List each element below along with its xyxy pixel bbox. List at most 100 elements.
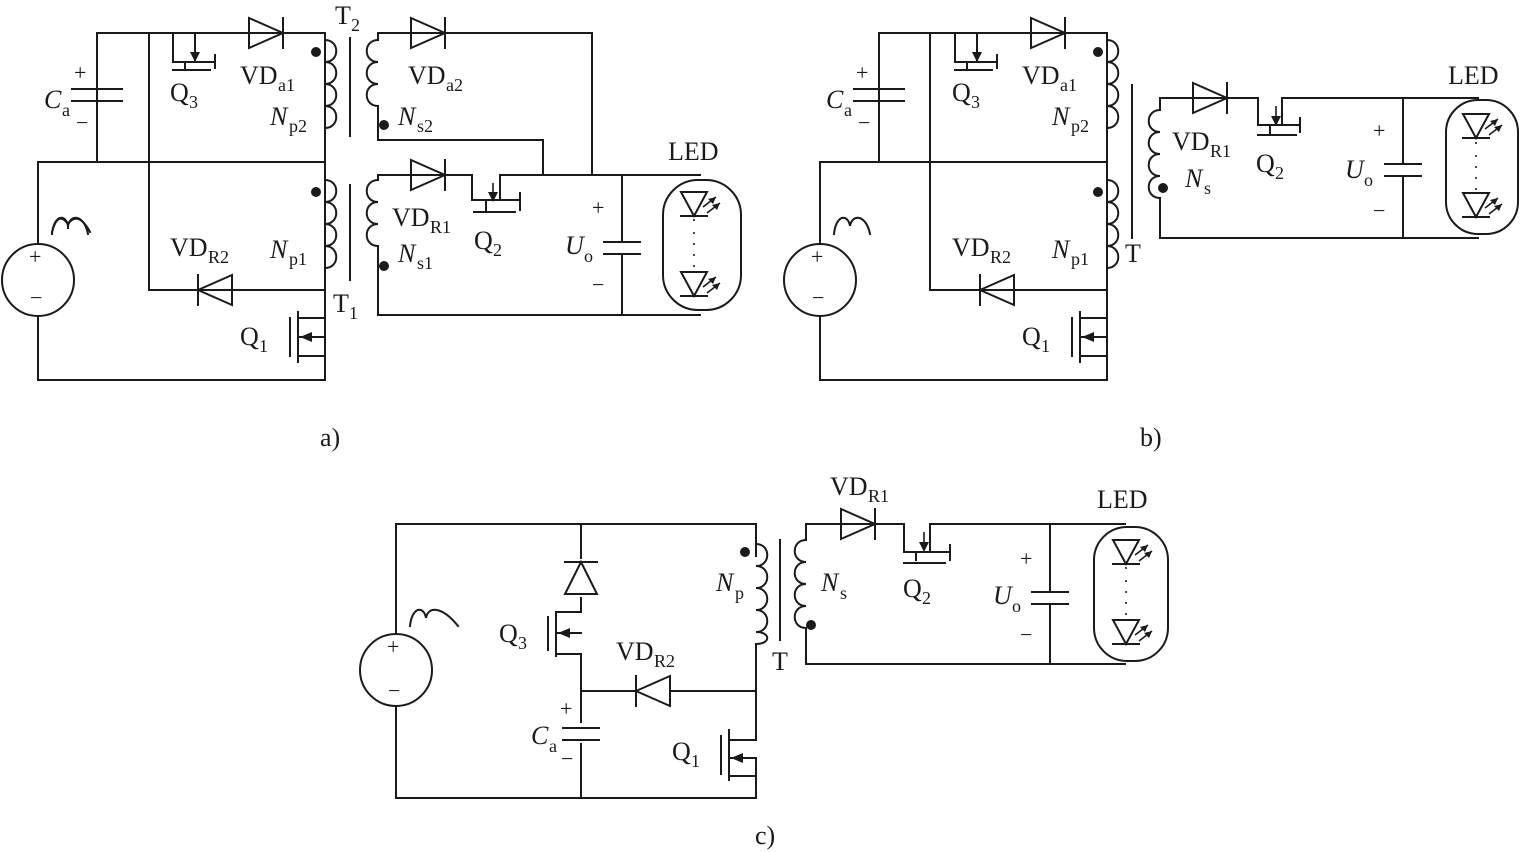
np2-sub: p2 (1071, 116, 1089, 136)
source-plus-label: + (811, 244, 823, 269)
uo-label: U (993, 581, 1014, 610)
vdr2-sub: R2 (208, 247, 229, 267)
uo-minus-label: − (1020, 622, 1032, 647)
mosfet-q1-icon (720, 729, 757, 781)
t-label: T (772, 647, 788, 676)
q2-label: Q (474, 226, 493, 255)
panel-a: + − C a + − Q 3 VD a1 T (1, 1, 742, 452)
np-sub: p (735, 583, 744, 603)
winding-np1-icon (1105, 178, 1120, 270)
winding-ns-icon (793, 538, 808, 630)
vda1-label: VD (1022, 61, 1060, 90)
capacitor-ca-icon (71, 32, 123, 163)
ns-sub: s (840, 583, 847, 603)
ca-sub: a (549, 736, 557, 756)
panel-a-caption: a) (320, 423, 340, 452)
source-minus-label: − (30, 285, 42, 310)
ca-sub: a (62, 100, 70, 120)
ns1-label: N (397, 239, 417, 268)
vdr1-sub: R1 (868, 486, 889, 506)
vdr1-label: VD (830, 472, 868, 501)
ns-label: N (1184, 164, 1204, 193)
capacitor-ca-icon (562, 727, 600, 741)
ac-voltage-source-icon (359, 608, 460, 707)
ns2-label: N (397, 102, 417, 131)
q2-sub: 2 (1275, 163, 1284, 183)
np2-label: N (269, 102, 289, 131)
ca-sub: a (844, 100, 852, 120)
vdr1-sub: R1 (430, 217, 451, 237)
ns-sub: s (1204, 178, 1211, 198)
vda1-label: VD (240, 61, 278, 90)
winding-ns-icon (1147, 108, 1162, 200)
led-string-icon (1445, 99, 1519, 235)
mosfet-q2-icon (471, 174, 521, 213)
ns2-sub: s2 (417, 116, 433, 136)
winding-np2-icon (323, 37, 380, 137)
diode-vdr2-icon (633, 674, 671, 708)
ca-label: C (44, 85, 62, 114)
led-label: LED (1448, 61, 1499, 90)
source-plus-label: + (29, 244, 41, 269)
vdr2-sub: R2 (654, 651, 675, 671)
mosfet-q2-icon (1257, 97, 1301, 136)
mosfet-q2-icon (903, 523, 951, 564)
q1-label: Q (1022, 322, 1041, 351)
t-label: T (1125, 239, 1141, 268)
ca-label: C (531, 721, 549, 750)
winding-np1-icon (323, 178, 380, 281)
uo-minus-label: − (1373, 198, 1385, 223)
q3-label: Q (170, 78, 189, 107)
q2-label: Q (903, 574, 922, 603)
vda1-sub: a1 (1060, 75, 1077, 95)
uo-label: U (565, 231, 586, 260)
t2-sub: 2 (351, 15, 360, 35)
ca-minus-label: − (858, 110, 870, 135)
vdr1-label: VD (392, 203, 430, 232)
np1-label: N (269, 235, 289, 264)
ca-plus-label: + (856, 60, 868, 85)
q3-label: Q (499, 619, 518, 648)
panel-c: + − Q 3 VD R2 + − C a (359, 472, 1169, 850)
vdr2-label: VD (616, 637, 654, 666)
vda1-sub: a1 (278, 75, 295, 95)
q1-label: Q (672, 737, 691, 766)
led-label: LED (668, 137, 719, 166)
mosfet-q3-icon (172, 32, 216, 71)
diode-q3-body-icon (563, 559, 599, 595)
q2-sub: 2 (493, 240, 502, 260)
q1-sub: 1 (691, 751, 700, 771)
vdr2-label: VD (952, 233, 990, 262)
uo-sub: o (584, 246, 593, 266)
np2-sub: p2 (289, 116, 307, 136)
np-label: N (715, 568, 735, 597)
vda2-label: VD (408, 61, 446, 90)
source-minus-label: − (812, 285, 824, 310)
q3-sub: 3 (971, 92, 980, 112)
t2-label: T (335, 1, 351, 30)
ac-voltage-source-icon (783, 216, 872, 317)
led-string-icon (662, 179, 742, 311)
winding-np2-icon (1105, 38, 1120, 130)
mosfet-q1-icon (1071, 311, 1108, 363)
uo-sub: o (1012, 596, 1021, 616)
ca-plus-label: + (74, 60, 86, 85)
uo-minus-label: − (592, 272, 604, 297)
ns1-sub: s1 (417, 253, 433, 273)
t1-sub: 1 (349, 303, 358, 323)
uo-label: U (1345, 155, 1366, 184)
ca-minus-label: − (561, 746, 573, 771)
mosfet-q3-icon (954, 32, 998, 71)
panel-b: + − C a + − Q 3 VD a1 N p2 N p1 (783, 17, 1519, 452)
ca-plus-label: + (560, 696, 572, 721)
led-string-icon (1093, 526, 1169, 662)
vdr1-label: VD (1172, 127, 1210, 156)
ca-minus-label: − (76, 110, 88, 135)
q2-sub: 2 (922, 588, 931, 608)
mosfet-q1-icon (289, 311, 326, 363)
panel-c-caption: c) (755, 821, 775, 850)
led-label: LED (1097, 485, 1148, 514)
np2-label: N (1051, 102, 1071, 131)
q1-sub: 1 (259, 336, 268, 356)
